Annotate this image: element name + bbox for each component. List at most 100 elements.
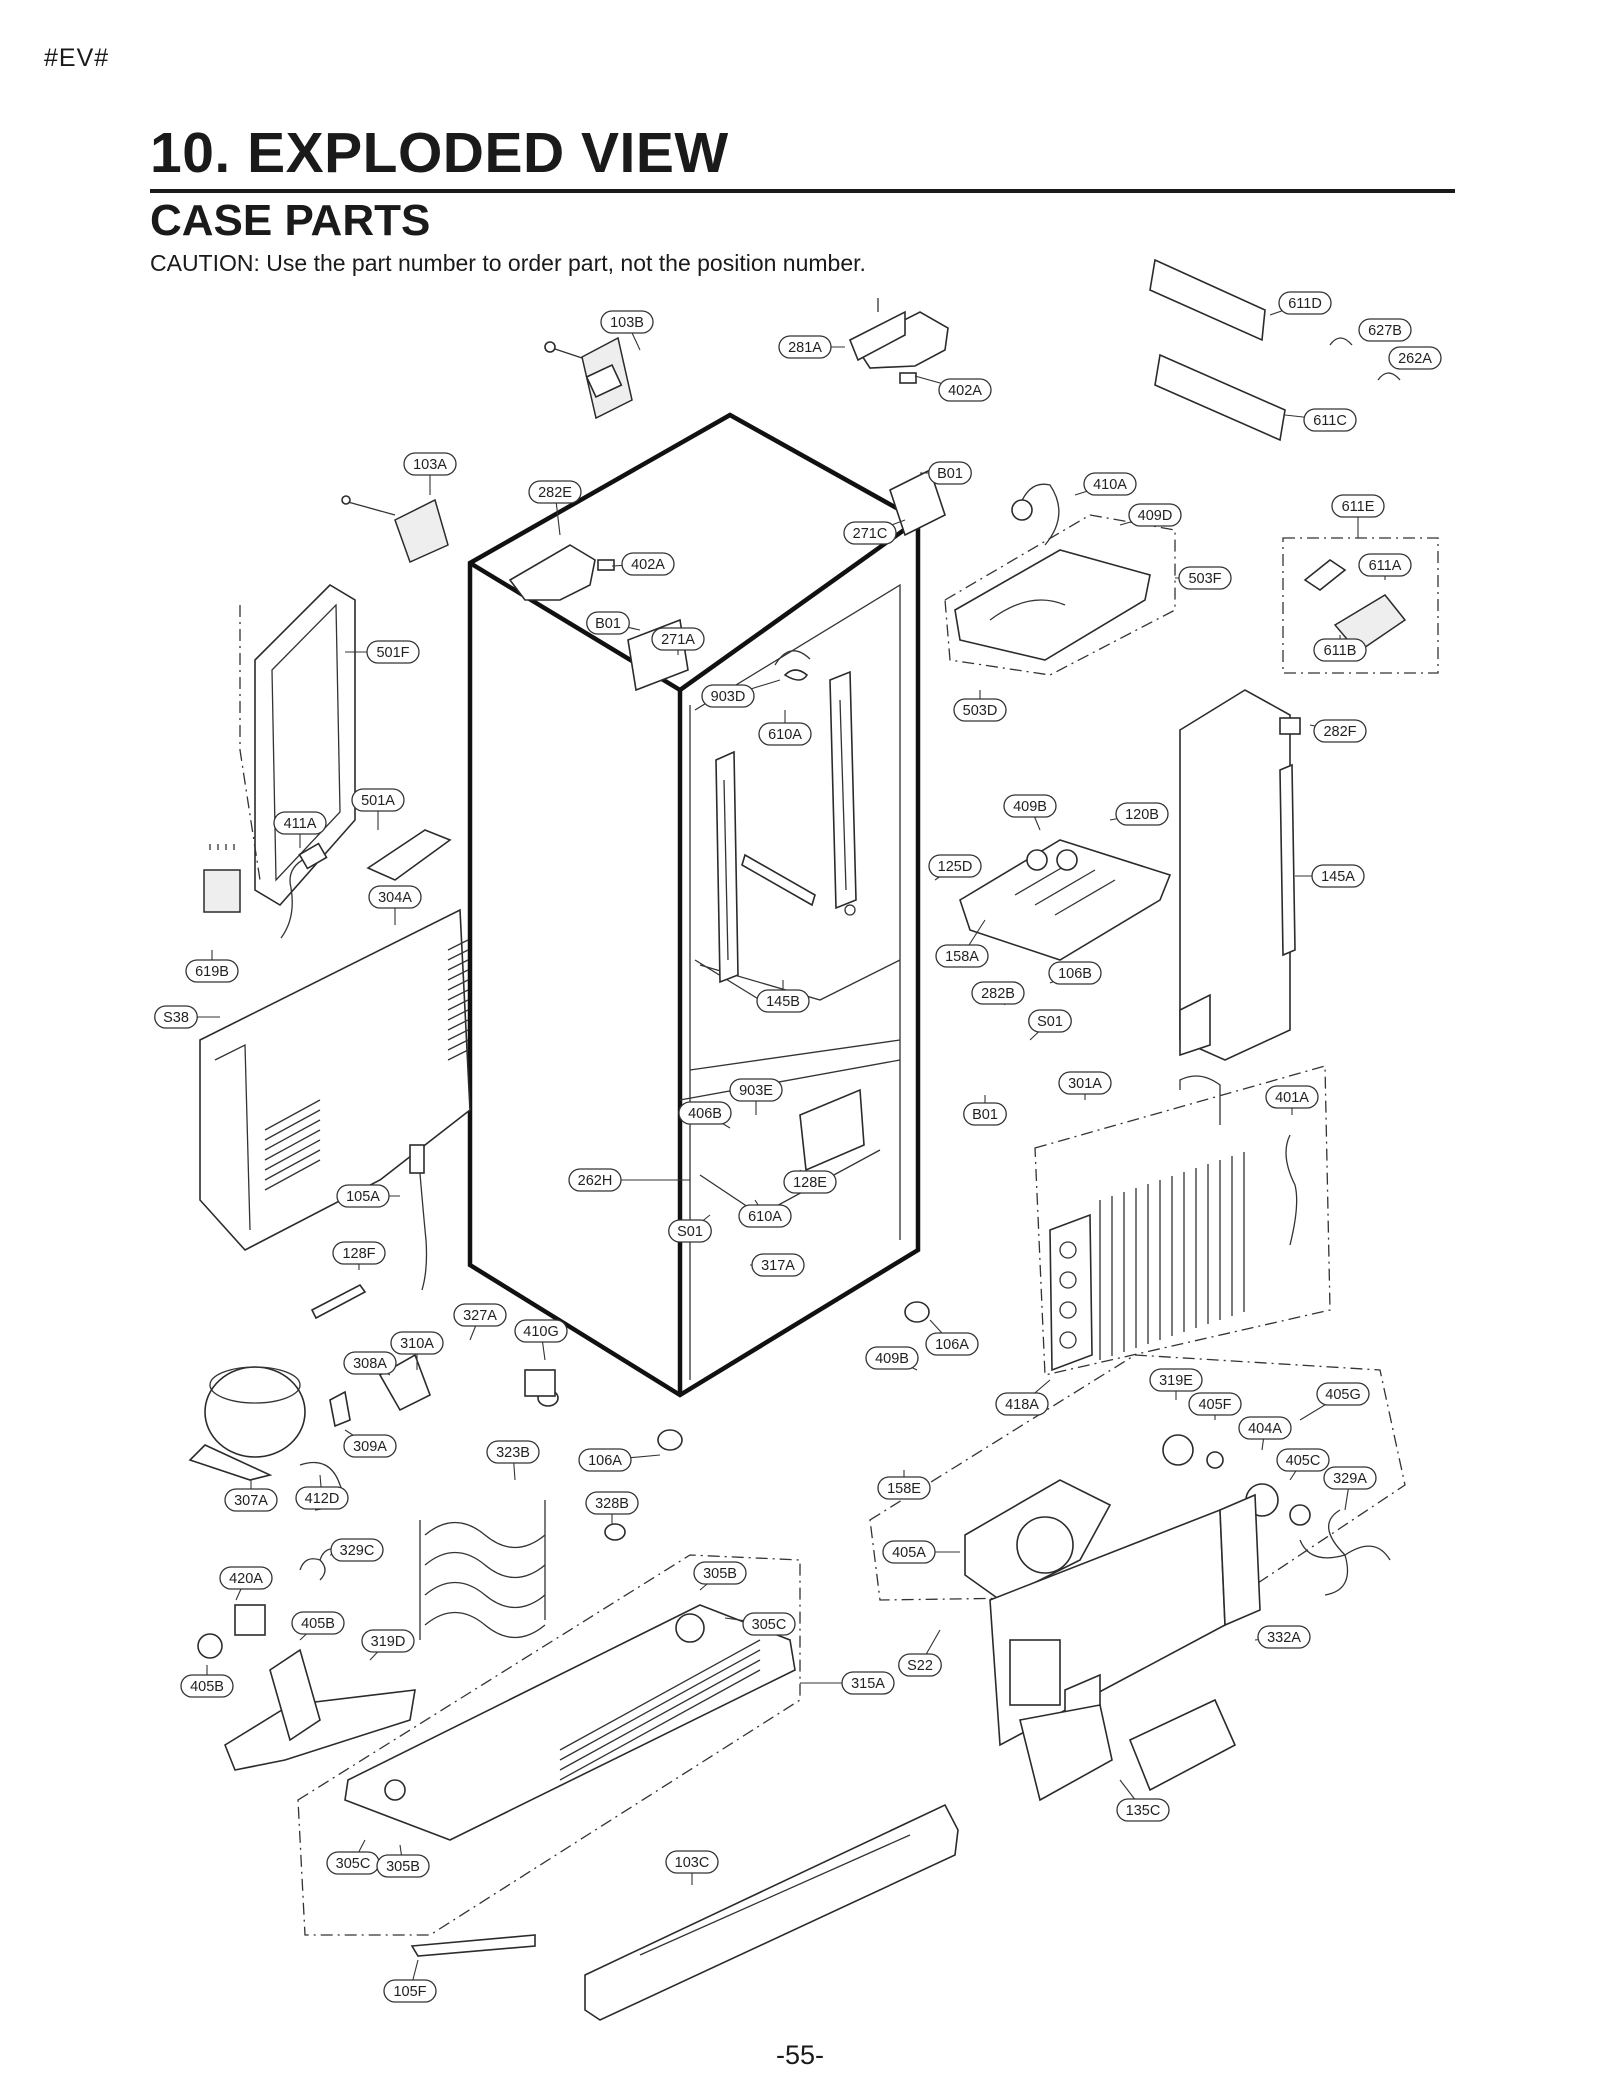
callout-badge — [877, 1476, 931, 1500]
callout-badge — [668, 1219, 712, 1243]
callout-badge — [486, 1440, 540, 1464]
callout-badge — [1178, 566, 1232, 590]
callout-label: 611C — [1313, 413, 1347, 429]
callout-label: 262H — [578, 1173, 613, 1189]
callout-label: 611A — [1369, 558, 1402, 574]
callout-badge — [1316, 1382, 1370, 1406]
callout-label: 282E — [538, 485, 572, 501]
callout-405b: 405B — [180, 1665, 234, 1698]
callout-135c: 135C — [1116, 1779, 1170, 1822]
callout-badge — [865, 1346, 919, 1370]
callout-badge — [678, 1101, 732, 1125]
callout-badge — [453, 1303, 507, 1327]
callout-label: 282F — [1323, 724, 1356, 740]
callout-badge — [361, 1629, 415, 1653]
callout-label: S22 — [907, 1658, 933, 1674]
callout-badge — [390, 1331, 444, 1355]
callout-418a: 418A — [995, 1379, 1051, 1416]
callout-badge — [751, 1253, 805, 1277]
callout-badge — [729, 1078, 783, 1102]
callout-badge — [935, 944, 989, 968]
callout-badge — [1358, 553, 1412, 577]
callout-309a: 309A — [343, 1429, 397, 1458]
callout-b01: B01 — [920, 461, 972, 485]
callout-label: 405B — [301, 1616, 335, 1632]
callout-145a: 145A — [1295, 864, 1365, 888]
callout-b01: B01 — [586, 611, 641, 635]
callout-label: 410G — [523, 1324, 558, 1340]
callout-label: 328B — [595, 1496, 629, 1512]
callout-badge — [1265, 1085, 1319, 1109]
document-tag: #EV# — [44, 44, 110, 72]
callout-405c: 405C — [1276, 1448, 1330, 1481]
callout-badge — [898, 1653, 942, 1677]
callout-327a: 327A — [453, 1303, 507, 1341]
callout-405f: 405F — [1188, 1392, 1242, 1420]
callout-badge — [1323, 1466, 1377, 1490]
callout-262h: 262H — [568, 1168, 690, 1192]
callout-319d: 319D — [361, 1629, 415, 1661]
callout-610a: 610A — [738, 1199, 792, 1228]
callout-271a: 271A — [651, 627, 705, 655]
callout-badge — [403, 452, 457, 476]
callout-405g: 405G — [1299, 1382, 1370, 1421]
callout-s01: S01 — [668, 1214, 712, 1243]
interior-rails — [715, 650, 865, 1172]
callout-badge — [1331, 494, 1385, 518]
callout-label: 401A — [1275, 1090, 1309, 1106]
callout-label: 319E — [1159, 1373, 1193, 1389]
callout-420a: 420A — [219, 1566, 273, 1601]
callout-badge — [995, 1392, 1049, 1416]
callout-badge — [180, 1674, 234, 1698]
callout-305c: 305C — [724, 1612, 796, 1636]
callout-badge — [332, 1241, 386, 1265]
callout-label: 503F — [1188, 571, 1221, 587]
callout-329c: 329C — [329, 1538, 384, 1562]
callout-label: 627B — [1368, 323, 1402, 339]
callout-badge — [343, 1434, 397, 1458]
callout-badge — [928, 854, 982, 878]
callout-402a: 402A — [611, 552, 675, 576]
callout-label: 418A — [1005, 1397, 1039, 1413]
callout-405a: 405A — [882, 1540, 960, 1564]
callout-badge — [1358, 318, 1412, 342]
callout-282b: 282B — [971, 981, 1025, 1006]
callout-badge — [568, 1168, 622, 1192]
callout-badge — [376, 1854, 430, 1878]
callout-label: 404A — [1248, 1421, 1282, 1437]
callout-label: 271A — [661, 632, 695, 648]
callout-badge — [1003, 794, 1057, 818]
callout-label: 106A — [588, 1453, 622, 1469]
callout-badge — [963, 1102, 1007, 1126]
left-panels — [199, 583, 471, 1320]
callout-badge — [154, 1005, 198, 1029]
callout-badge — [273, 811, 327, 835]
callout-badge — [383, 1979, 437, 2003]
callout-label: 402A — [631, 557, 665, 573]
callout-label: 125D — [938, 859, 973, 875]
callout-label: 327A — [463, 1308, 497, 1324]
callout-label: B01 — [595, 616, 621, 632]
callout-label: S38 — [163, 1010, 189, 1026]
callout-label: S01 — [677, 1224, 703, 1240]
callout-badge — [1238, 1416, 1292, 1440]
callout-328b: 328B — [585, 1491, 639, 1525]
callout-282f: 282F — [1309, 719, 1367, 743]
title-rule — [150, 189, 1455, 193]
callout-323b: 323B — [486, 1440, 540, 1481]
callout-611d: 611D — [1269, 291, 1332, 316]
callout-badge — [585, 1491, 639, 1515]
callout-411a: 411A — [273, 811, 327, 848]
callout-610a: 610A — [758, 710, 812, 746]
callout-badge — [1115, 802, 1169, 826]
callout-badge — [1128, 503, 1182, 527]
callout-label: 106B — [1058, 966, 1092, 982]
callout-label: 323B — [496, 1445, 530, 1461]
callout-labels: 103B281A402A611D627B262A611C103A282E402A… — [154, 291, 1442, 2003]
callout-label: 158A — [945, 949, 979, 965]
callout-label: 135C — [1126, 1803, 1161, 1819]
callout-412d: 412D — [295, 1474, 349, 1510]
callout-badge — [224, 1488, 278, 1512]
callout-label: 305B — [386, 1859, 420, 1875]
callout-badge — [953, 698, 1007, 722]
